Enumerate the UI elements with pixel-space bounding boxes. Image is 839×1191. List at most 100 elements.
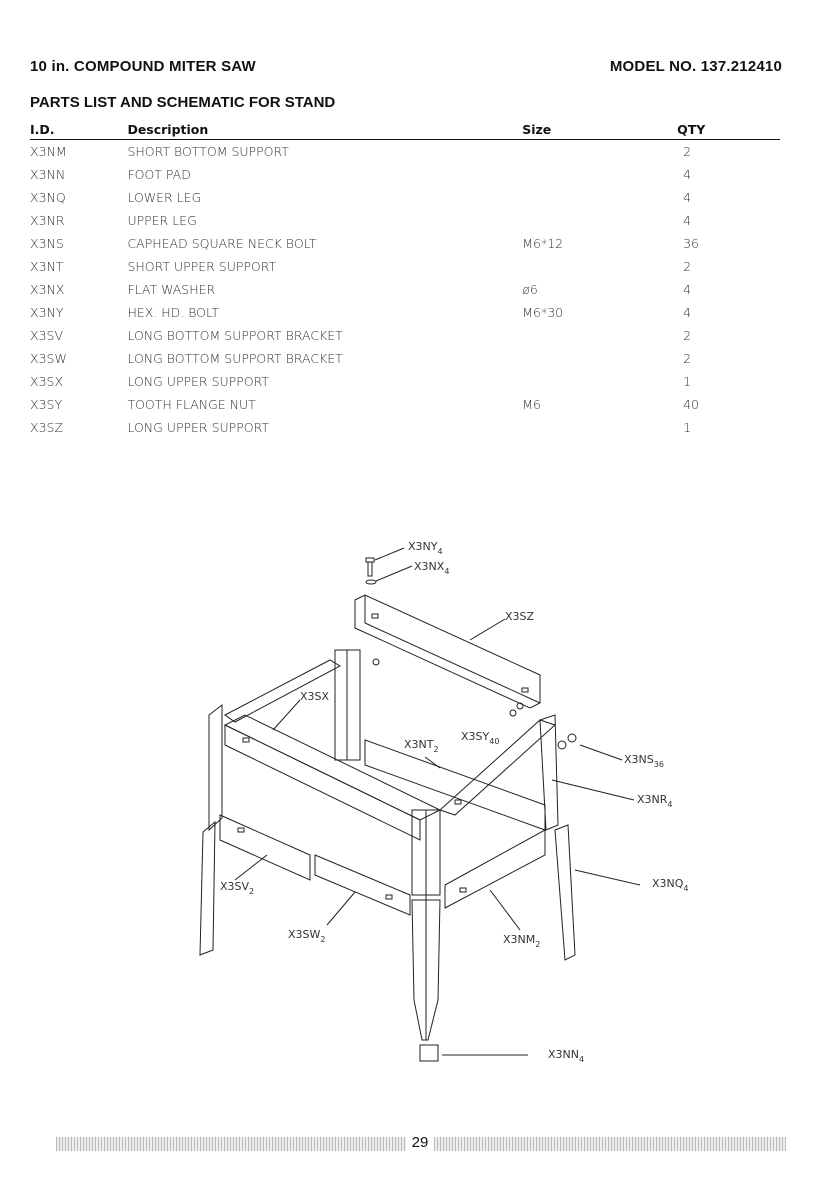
callout-x3nx: X3NX [414, 560, 445, 573]
callout-x3nn-count: 4 [579, 1055, 584, 1064]
right-leg [539, 714, 576, 961]
cell-description: TOOTH FLANGE NUT [127, 397, 256, 412]
cell-id: X3NX [30, 282, 65, 297]
upper-leg [334, 649, 361, 761]
cell-size: M6*12 [522, 236, 564, 251]
document-title: 10 in. COMPOUND MITER SAW [30, 58, 256, 75]
cell-description: LOWER LEG [127, 190, 202, 205]
callout-x3sy-count: 40 [489, 737, 499, 746]
cell-id: X3NN [30, 167, 66, 182]
cell-id: X3NY [30, 305, 64, 320]
long-bottom-support-bracket [219, 814, 311, 881]
page-number: 29 [411, 1134, 429, 1151]
callout-x3nt: X3NT [404, 738, 434, 751]
cell-id: X3NT [30, 259, 64, 274]
cell-qty: 1 [683, 420, 692, 435]
cell-id: X3NS [30, 236, 64, 251]
flange-nut-icon [516, 702, 524, 710]
upper-leg-left [199, 703, 223, 956]
svg-text:X3NY4: X3NY4 [408, 540, 443, 556]
callout-x3ns: X3NS [624, 753, 654, 766]
cell-size [522, 370, 660, 393]
svg-text:X3NR4: X3NR4 [637, 793, 673, 809]
cell-description: LONG BOTTOM SUPPORT BRACKET [127, 328, 343, 343]
cell-qty: 4 [683, 167, 692, 182]
hex-bolt-icon [365, 557, 375, 577]
callout-x3sy: X3SY [461, 730, 490, 743]
cell-description: FOOT PAD [127, 167, 191, 182]
svg-text:X3NM2: X3NM2 [503, 933, 540, 949]
callout-x3sz: X3SZ [505, 610, 535, 623]
cell-size [522, 163, 660, 186]
callout-x3nn: X3NN [548, 1048, 579, 1061]
cell-id: X3NQ [30, 190, 66, 205]
col-header-qty: QTY [660, 122, 780, 140]
col-header-id: I.D. [30, 122, 128, 140]
stand-schematic: X3NY4 X3NX4 X3SZ X3SX X3NT2 X3SY40 X3NS3… [199, 540, 689, 1064]
cell-description: HEX. HD. BOLT [127, 305, 219, 320]
cell-description: FLAT WASHER [127, 282, 216, 297]
callout-x3nq: X3NQ [652, 877, 684, 890]
cell-description: SHORT BOTTOM SUPPORT [127, 144, 289, 159]
cell-description: UPPER LEG [127, 213, 197, 228]
cell-size [522, 416, 660, 439]
callout-x3nm: X3NM [503, 933, 535, 946]
footer-bar-left [56, 1137, 406, 1151]
cell-size [522, 347, 660, 370]
callout-x3sw-count: 2 [320, 935, 325, 944]
foot-pad [419, 1044, 439, 1062]
cell-description: SHORT UPPER SUPPORT [127, 259, 277, 274]
flange-nut-icon [509, 709, 517, 717]
section-title: PARTS LIST AND SCHEMATIC FOR STAND [30, 94, 336, 111]
callout-x3sv-count: 2 [249, 887, 254, 896]
page-footer: 29 [0, 1134, 839, 1154]
svg-text:X3NQ4: X3NQ4 [652, 877, 689, 893]
svg-text:X3NX4: X3NX4 [414, 560, 449, 576]
cell-size [522, 186, 660, 209]
cell-size [522, 209, 660, 232]
callout-x3nr: X3NR [637, 793, 668, 806]
long-upper-support-top [354, 594, 541, 709]
cell-qty: 4 [683, 190, 692, 205]
cell-size [522, 255, 660, 278]
table-header-row: I.D. Description Size QTY [30, 122, 780, 140]
cell-qty: 4 [683, 305, 692, 320]
short-upper-support [364, 739, 546, 831]
front-leg [411, 809, 441, 1041]
callout-x3ns-count: 36 [654, 760, 664, 769]
cell-size: M6 [522, 397, 541, 412]
square-neck-bolt-icon [557, 733, 577, 750]
svg-text:X3SV2: X3SV2 [220, 880, 254, 896]
cell-id: X3SX [30, 374, 64, 389]
cell-id: X3SW [30, 351, 67, 366]
table-row: X3NQ LOWER LEG 4 [30, 186, 780, 209]
cell-description: LONG UPPER SUPPORT [127, 374, 269, 389]
long-bottom-support-bracket-2 [314, 854, 411, 916]
col-header-description: Description [127, 122, 523, 140]
footer-bar-right [434, 1137, 786, 1151]
cell-size: M6*30 [522, 305, 564, 320]
callout-x3ny-count: 4 [437, 547, 442, 556]
cell-qty: 4 [683, 213, 692, 228]
callout-x3sx: X3SX [300, 690, 330, 703]
callout-x3nt-count: 2 [433, 745, 438, 754]
cell-qty: 4 [683, 282, 692, 297]
table-row: X3NY HEX. HD. BOLT M6*30 4 [30, 301, 780, 324]
short-bottom-support [444, 829, 546, 909]
cell-size [522, 324, 660, 347]
svg-text:X3SY40: X3SY40 [461, 730, 499, 746]
callout-x3nm-count: 2 [535, 940, 540, 949]
svg-text:X3SW2: X3SW2 [288, 928, 326, 944]
col-header-size: Size [522, 122, 661, 140]
cell-qty: 2 [683, 328, 692, 343]
cell-description: LONG BOTTOM SUPPORT BRACKET [127, 351, 343, 366]
callout-x3nx-count: 4 [444, 567, 449, 576]
